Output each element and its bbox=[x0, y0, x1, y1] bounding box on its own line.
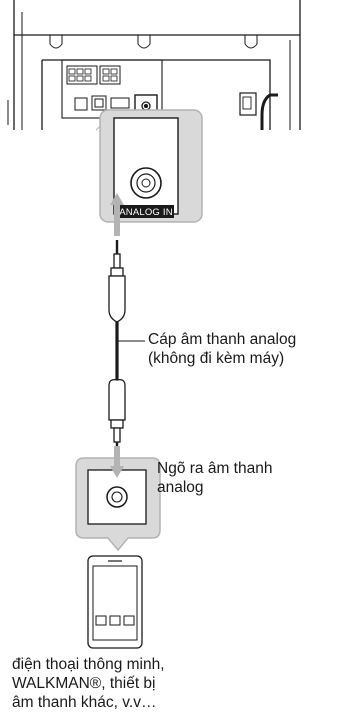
insert-arrow-up-icon bbox=[110, 193, 124, 236]
smartphone-icon bbox=[87, 555, 143, 649]
device-caption-line-1: điện thoại thông minh, bbox=[12, 656, 165, 673]
analog-out-label-line-2: analog bbox=[157, 479, 204, 496]
insert-arrow-down-icon bbox=[110, 446, 124, 478]
cable-label-line-1: Cáp âm thanh analog bbox=[148, 331, 297, 348]
analog-in-callout: ANALOG IN bbox=[99, 109, 203, 223]
analog-out-callout bbox=[75, 457, 161, 552]
speaker-unit-rear-panel bbox=[7, 0, 301, 130]
device-caption-line-3: âm thanh khác, v.v… bbox=[12, 694, 157, 711]
analog-out-label: Ngõ ra âm thanh analog bbox=[157, 459, 272, 497]
device-caption-line-2: WALKMAN®, thiết bị bbox=[12, 675, 156, 692]
analog-out-label-line-1: Ngõ ra âm thanh bbox=[157, 460, 273, 477]
cable-label-line-2: (không đi kèm máy) bbox=[148, 350, 285, 367]
device-caption: điện thoại thông minh, WALKMAN®, thiết b… bbox=[12, 655, 332, 712]
analog-in-label: ANALOG IN bbox=[119, 207, 173, 218]
analog-audio-cable-icon bbox=[108, 240, 126, 456]
cable-label: Cáp âm thanh analog (không đi kèm máy) bbox=[148, 330, 296, 368]
